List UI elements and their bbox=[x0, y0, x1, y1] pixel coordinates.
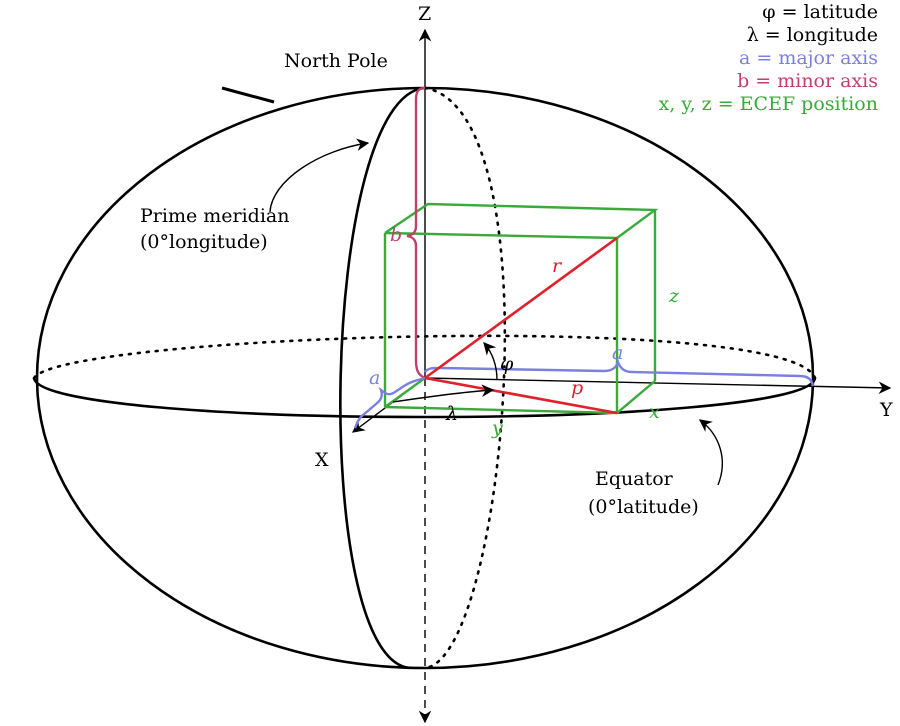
symbol-a-left: a bbox=[369, 367, 380, 389]
minor-axis-bracket bbox=[406, 86, 426, 380]
legend-latitude: φ = latitude bbox=[762, 1, 878, 23]
prime-meridian-front bbox=[339, 86, 426, 670]
prime-meridian-sublabel: (0°longitude) bbox=[140, 231, 268, 253]
symbol-p: p bbox=[571, 377, 583, 399]
legend-minor-axis: b = minor axis bbox=[737, 70, 878, 92]
equator-label: Equator bbox=[595, 468, 674, 490]
vector-p bbox=[424, 376, 618, 415]
equator-front bbox=[32, 377, 817, 419]
vector-r bbox=[424, 236, 618, 380]
legend: φ = latitude λ = longitude a = major axi… bbox=[659, 1, 878, 115]
phi-arc bbox=[483, 342, 498, 381]
ecef-box bbox=[383, 202, 659, 415]
major-axis-bracket-left bbox=[353, 376, 426, 429]
rotation-tick bbox=[221, 86, 275, 104]
equator-sublabel: (0°latitude) bbox=[588, 496, 699, 518]
symbol-b: b bbox=[390, 224, 402, 246]
z-axis-label: Z bbox=[418, 3, 431, 25]
symbol-phi: φ bbox=[500, 353, 514, 375]
symbol-y: y bbox=[491, 417, 503, 439]
major-axis-bracket-right bbox=[424, 358, 815, 387]
symbol-z: z bbox=[668, 285, 680, 307]
legend-longitude: λ = longitude bbox=[747, 24, 878, 46]
north-pole-label: North Pole bbox=[284, 50, 388, 72]
symbol-x: x bbox=[649, 401, 660, 423]
y-axis bbox=[424, 377, 892, 395]
x-axis-label: X bbox=[315, 449, 329, 471]
legend-ecef: x, y, z = ECEF position bbox=[659, 93, 878, 115]
lambda-arc bbox=[392, 384, 495, 403]
symbol-a-right: a bbox=[612, 342, 623, 364]
prime-meridian-back bbox=[423, 86, 507, 670]
y-axis-label: Y bbox=[879, 399, 893, 421]
prime-meridian-pointer bbox=[269, 138, 370, 213]
prime-meridian-label: Prime meridian bbox=[140, 205, 289, 227]
equator-pointer bbox=[698, 419, 723, 486]
symbol-lambda: λ bbox=[445, 403, 458, 425]
legend-major-axis: a = major axis bbox=[739, 47, 878, 69]
symbol-r: r bbox=[552, 255, 563, 277]
